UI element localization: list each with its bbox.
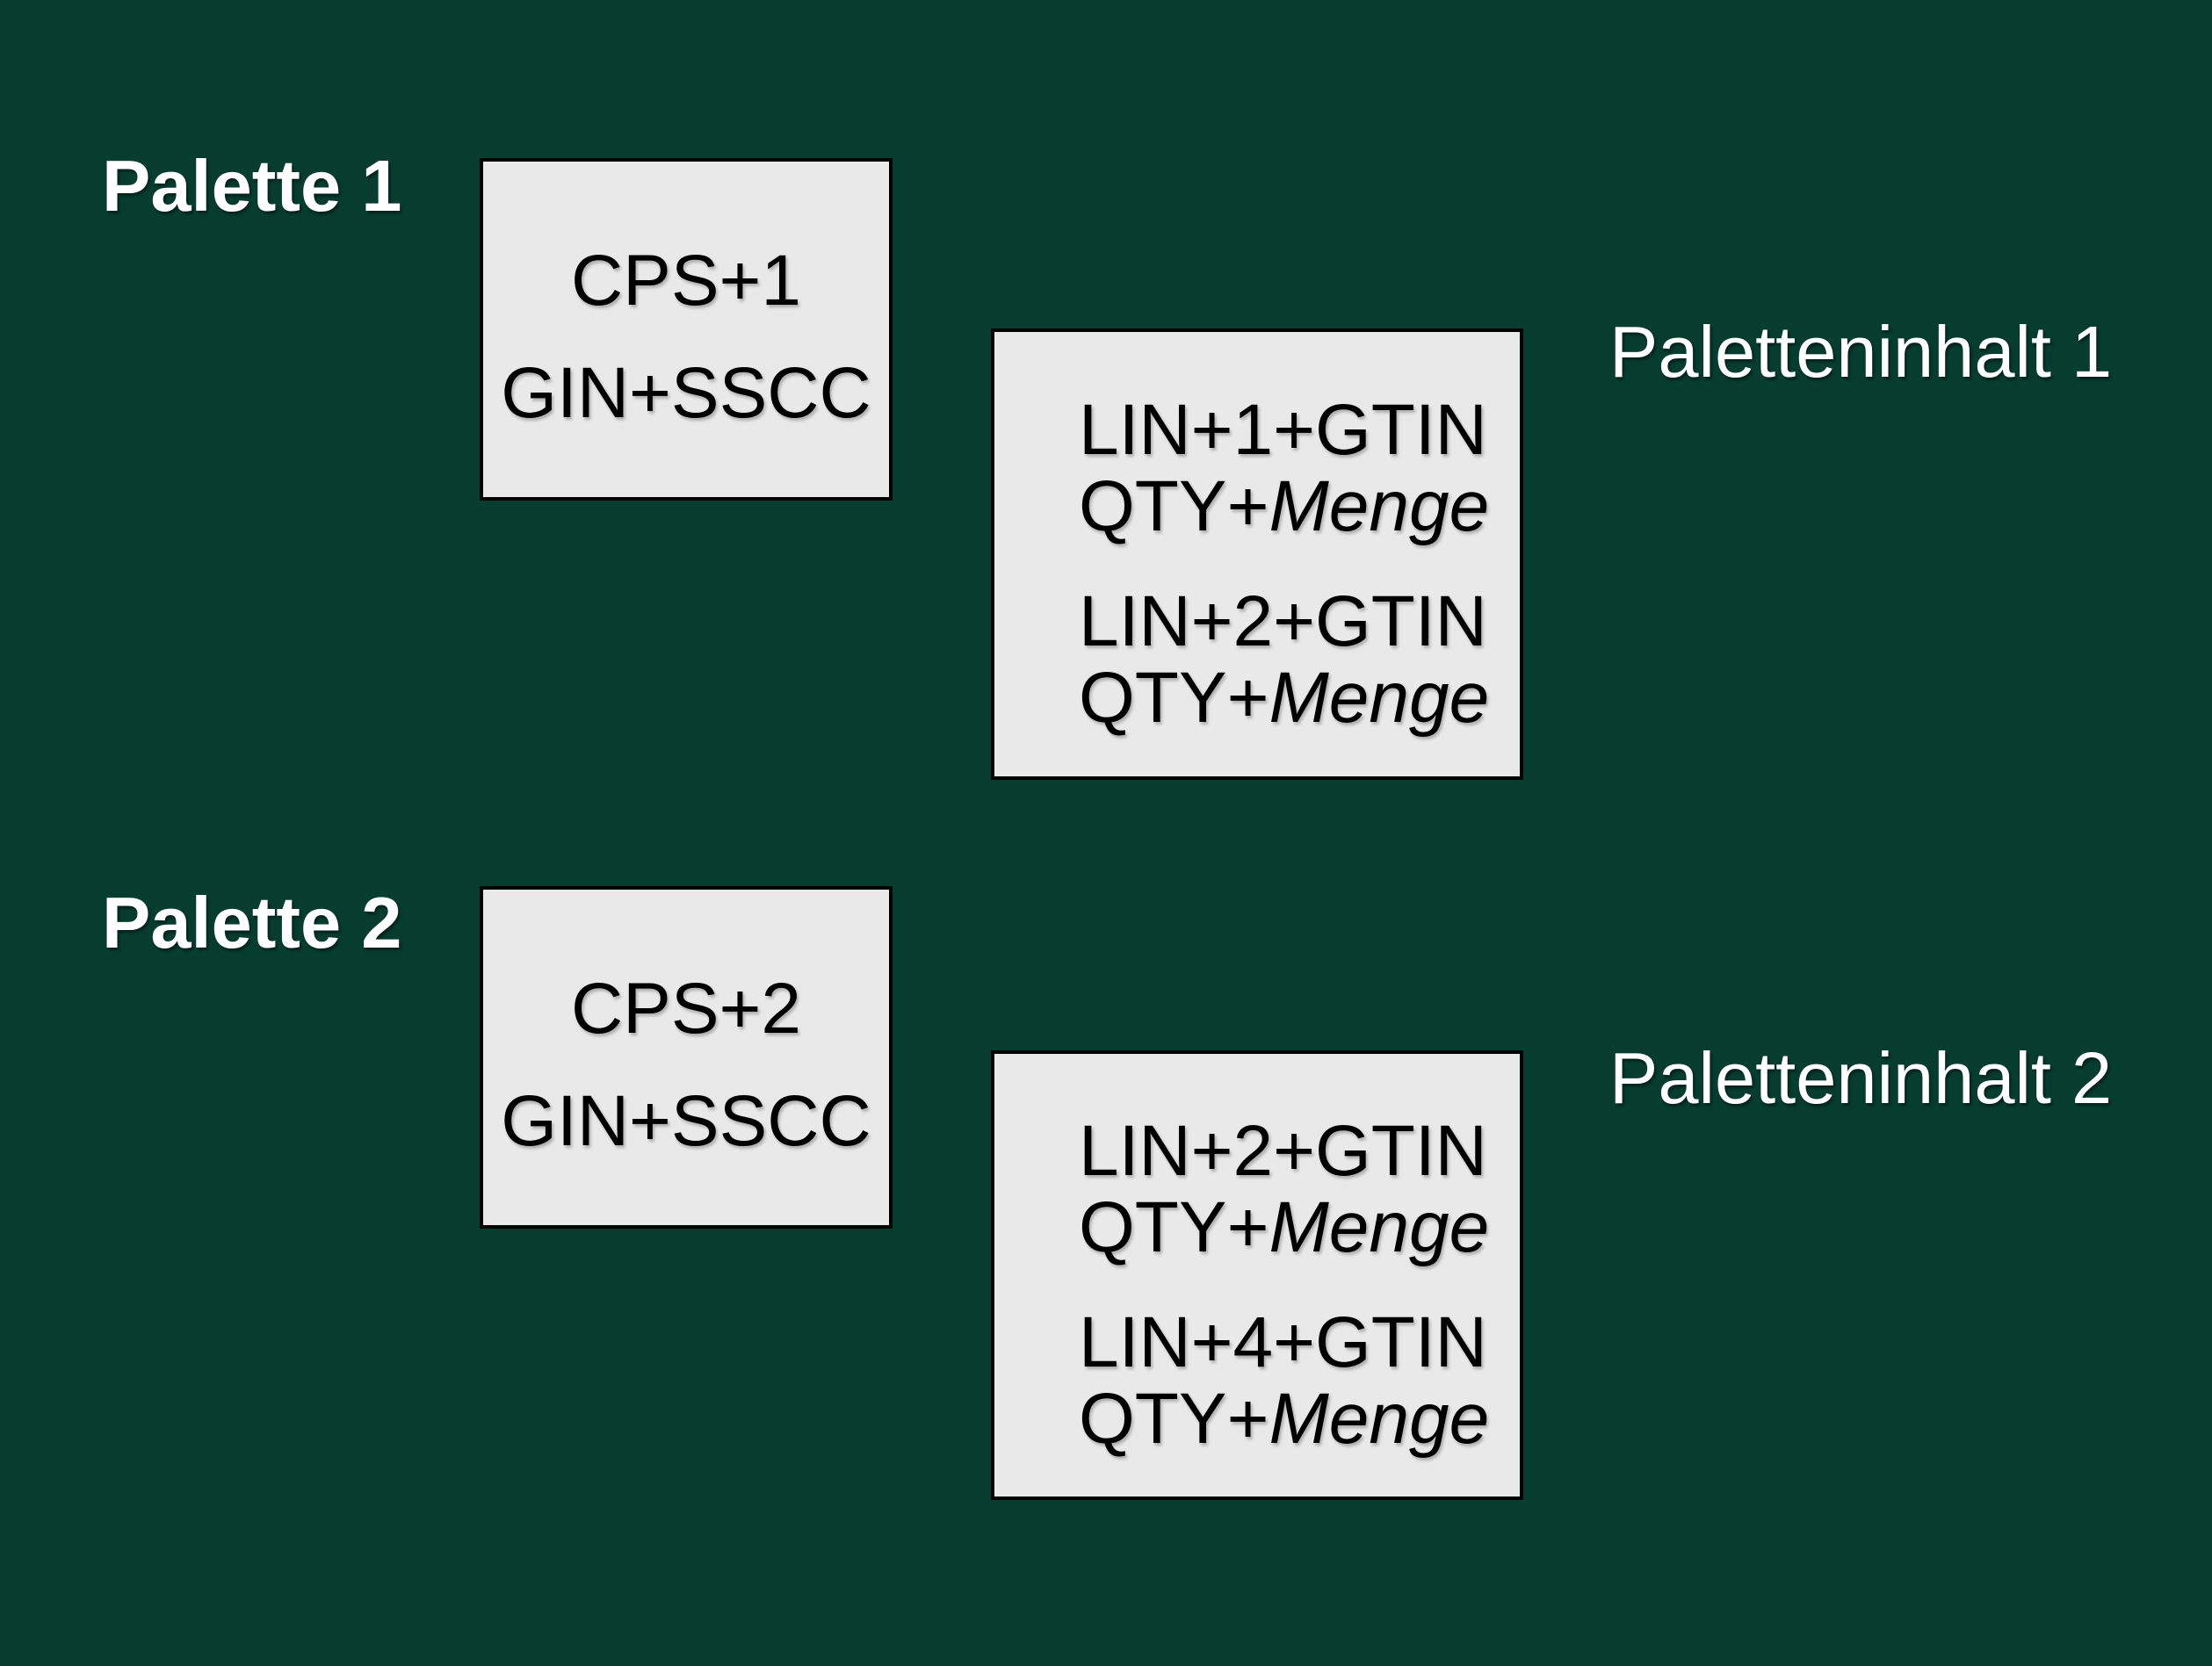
palette-2-gin-line: GIN+SSCC xyxy=(501,1081,871,1161)
palette-1-label: Palette 1 xyxy=(102,145,402,227)
content-1-item-2: LIN+2+GTIN QTY+Menge xyxy=(1079,581,1489,737)
palette-1-gin-line: GIN+SSCC xyxy=(501,353,871,433)
content-2-item-1-qty-line: QTY+Menge xyxy=(1079,1187,1490,1268)
qty-value: Menge xyxy=(1269,1187,1490,1268)
qty-prefix: QTY+ xyxy=(1079,657,1269,738)
qty-value: Menge xyxy=(1269,657,1490,738)
content-1-item-1-lin-line: LIN+1+GTIN xyxy=(1079,390,1487,471)
qty-value: Menge xyxy=(1269,466,1490,547)
palette-2-content-box: LIN+2+GTIN QTY+Menge LIN+4+GTIN QTY+Meng… xyxy=(991,1050,1523,1500)
content-2-item-1-lin-line: LIN+2+GTIN xyxy=(1079,1111,1487,1192)
content-1-item-1: LIN+1+GTIN QTY+Menge xyxy=(1079,390,1490,547)
qty-prefix: QTY+ xyxy=(1079,466,1269,547)
content-2-item-1: LIN+2+GTIN QTY+Menge xyxy=(1079,1111,1490,1268)
content-1-item-2-qty-line: QTY+Menge xyxy=(1079,660,1489,737)
paletteninhalt-1-label: Paletteninhalt 1 xyxy=(1609,311,2113,393)
qty-prefix: QTY+ xyxy=(1079,1187,1269,1268)
content-2-item-2: LIN+4+GTIN QTY+Menge xyxy=(1079,1302,1489,1458)
qty-prefix: QTY+ xyxy=(1079,1378,1269,1459)
palette-2-box: CPS+2 GIN+SSCC xyxy=(480,886,893,1229)
content-1-item-2-lin-line: LIN+2+GTIN xyxy=(1079,581,1487,661)
content-1-item-1-qty-line: QTY+Menge xyxy=(1079,466,1490,547)
palette-1-cps-line: CPS+1 xyxy=(570,241,802,321)
palette-1-content-box: LIN+1+GTIN QTY+Menge LIN+2+GTIN QTY+Meng… xyxy=(991,328,1523,780)
content-2-item-2-lin-line: LIN+4+GTIN xyxy=(1079,1302,1487,1382)
content-2-item-2-qty-line: QTY+Menge xyxy=(1079,1381,1489,1458)
qty-value: Menge xyxy=(1269,1378,1490,1459)
palette-2-label: Palette 2 xyxy=(102,882,402,963)
palette-1-box: CPS+1 GIN+SSCC xyxy=(480,158,893,501)
paletteninhalt-2-label: Paletteninhalt 2 xyxy=(1609,1037,2113,1119)
palette-2-cps-line: CPS+2 xyxy=(570,969,802,1049)
